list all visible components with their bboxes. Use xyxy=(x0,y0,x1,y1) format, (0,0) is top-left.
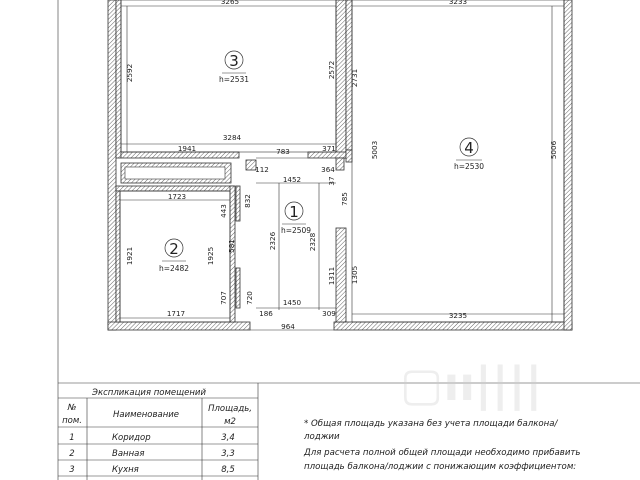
table-row-3-no: 3 xyxy=(69,465,74,475)
table-header-name: Наименование xyxy=(113,410,179,420)
wall-left-outer xyxy=(107,0,117,331)
dim-2326: 2326 xyxy=(268,231,277,250)
room-3-number: 3 xyxy=(229,52,239,70)
room-1-number: 1 xyxy=(289,203,299,221)
dim-581: 581 xyxy=(227,239,236,253)
dim-top-left-width: 3265 xyxy=(221,0,239,6)
dim-1305: 1305 xyxy=(350,266,359,284)
wall-room4-stub xyxy=(345,149,353,163)
dim-r3-left: 2592 xyxy=(125,64,134,82)
dim-top-right-width: 3233 xyxy=(449,0,467,6)
dim-2328: 2328 xyxy=(308,232,317,251)
wall-bottom-left xyxy=(107,321,251,331)
dim-371: 371 xyxy=(322,144,336,153)
room-1-circle xyxy=(284,201,304,221)
table-row-3-name: Кухня xyxy=(112,465,139,475)
dim-1450: 1450 xyxy=(283,298,302,307)
note-line-3: Для расчета полной общей площади необход… xyxy=(303,448,580,458)
table-row-2-no: 2 xyxy=(69,449,74,459)
table-title: Экспликация помещений xyxy=(91,388,206,398)
wall-small-pillar xyxy=(245,159,257,171)
wall-bath-right xyxy=(229,185,236,323)
dim-37: 37 xyxy=(327,176,336,185)
room-4-circle xyxy=(459,137,479,157)
wall-door-jamb-lower xyxy=(235,267,241,309)
explication-table: Экспликация помещений № пом. Наименовани… xyxy=(58,383,259,480)
wall-kitchen-left xyxy=(115,0,122,159)
wall-corridor-right xyxy=(335,227,347,323)
wall-right-outer xyxy=(563,0,573,331)
dim-r4-right: 5006 xyxy=(549,140,558,159)
room-4-outline xyxy=(351,0,565,323)
wall-door-jamb-upper xyxy=(235,185,241,222)
wall-partition-3-4 xyxy=(335,0,347,159)
dim-364: 364 xyxy=(321,165,335,174)
table-row-2-name: Ванная xyxy=(112,449,144,459)
dim-1921: 1921 xyxy=(125,247,134,265)
dim-1941: 1941 xyxy=(178,144,196,153)
dim-112: 112 xyxy=(255,165,269,174)
dim-1311: 1311 xyxy=(327,267,336,285)
dim-832: 832 xyxy=(243,194,252,208)
room-4-number: 4 xyxy=(464,139,474,157)
wall-bottom-right xyxy=(333,321,573,331)
dim-443: 443 xyxy=(219,204,228,218)
dim-1717: 1717 xyxy=(167,309,185,318)
room-3-height: h=2531 xyxy=(219,75,249,84)
wall-bath-left xyxy=(115,190,121,323)
note-line-4: площадь балкона/лоджии с понижающим коэф… xyxy=(304,462,576,472)
watermark-logo: ▢ıı|||| xyxy=(400,357,542,412)
dim-783: 783 xyxy=(276,147,290,156)
table-header-no-2: пом. xyxy=(62,416,82,426)
dim-r4-left: 5003 xyxy=(370,141,379,159)
dim-720: 720 xyxy=(245,291,254,305)
wall-block-inner xyxy=(124,166,226,180)
table-row-1-no: 1 xyxy=(69,433,74,443)
note-line-1: * Общая площадь указана без учета площад… xyxy=(304,419,559,429)
table-header-area-1: Площадь, xyxy=(208,404,252,414)
room-2-outline xyxy=(119,190,231,323)
table-header-no-1: № xyxy=(67,403,77,413)
dim-309: 309 xyxy=(322,309,336,318)
room-2-height: h=2482 xyxy=(159,264,189,273)
dim-964: 964 xyxy=(281,322,295,331)
room-3-circle xyxy=(224,50,244,70)
room-1-height: h=2509 xyxy=(281,226,311,235)
room-4-height: h=2530 xyxy=(454,162,484,171)
dim-r4-bottom: 3235 xyxy=(449,311,467,320)
table-row-2-area: 3,3 xyxy=(221,449,235,459)
table-row-1-name: Коридор xyxy=(112,433,151,443)
table-row-1-area: 3,4 xyxy=(221,433,235,443)
dim-1925: 1925 xyxy=(206,247,215,265)
note-line-2: лоджии xyxy=(303,432,340,442)
dim-r3-bottom: 3284 xyxy=(223,133,242,142)
dim-186: 186 xyxy=(259,309,273,318)
dim-1723: 1723 xyxy=(168,192,186,201)
table-row-3-area: 8,5 xyxy=(221,465,235,475)
dim-785: 785 xyxy=(340,192,349,206)
dim-right-column: 2731 xyxy=(350,69,359,87)
dim-r3-right: 2572 xyxy=(327,61,336,79)
wall-bath-top xyxy=(115,185,235,192)
dim-707: 707 xyxy=(219,291,228,305)
dim-1452: 1452 xyxy=(283,175,301,184)
room-2-circle xyxy=(164,238,184,258)
wall-corridor-stub-top xyxy=(335,157,345,171)
table-header-area-2: м2 xyxy=(224,417,236,427)
room-2-number: 2 xyxy=(169,240,179,258)
